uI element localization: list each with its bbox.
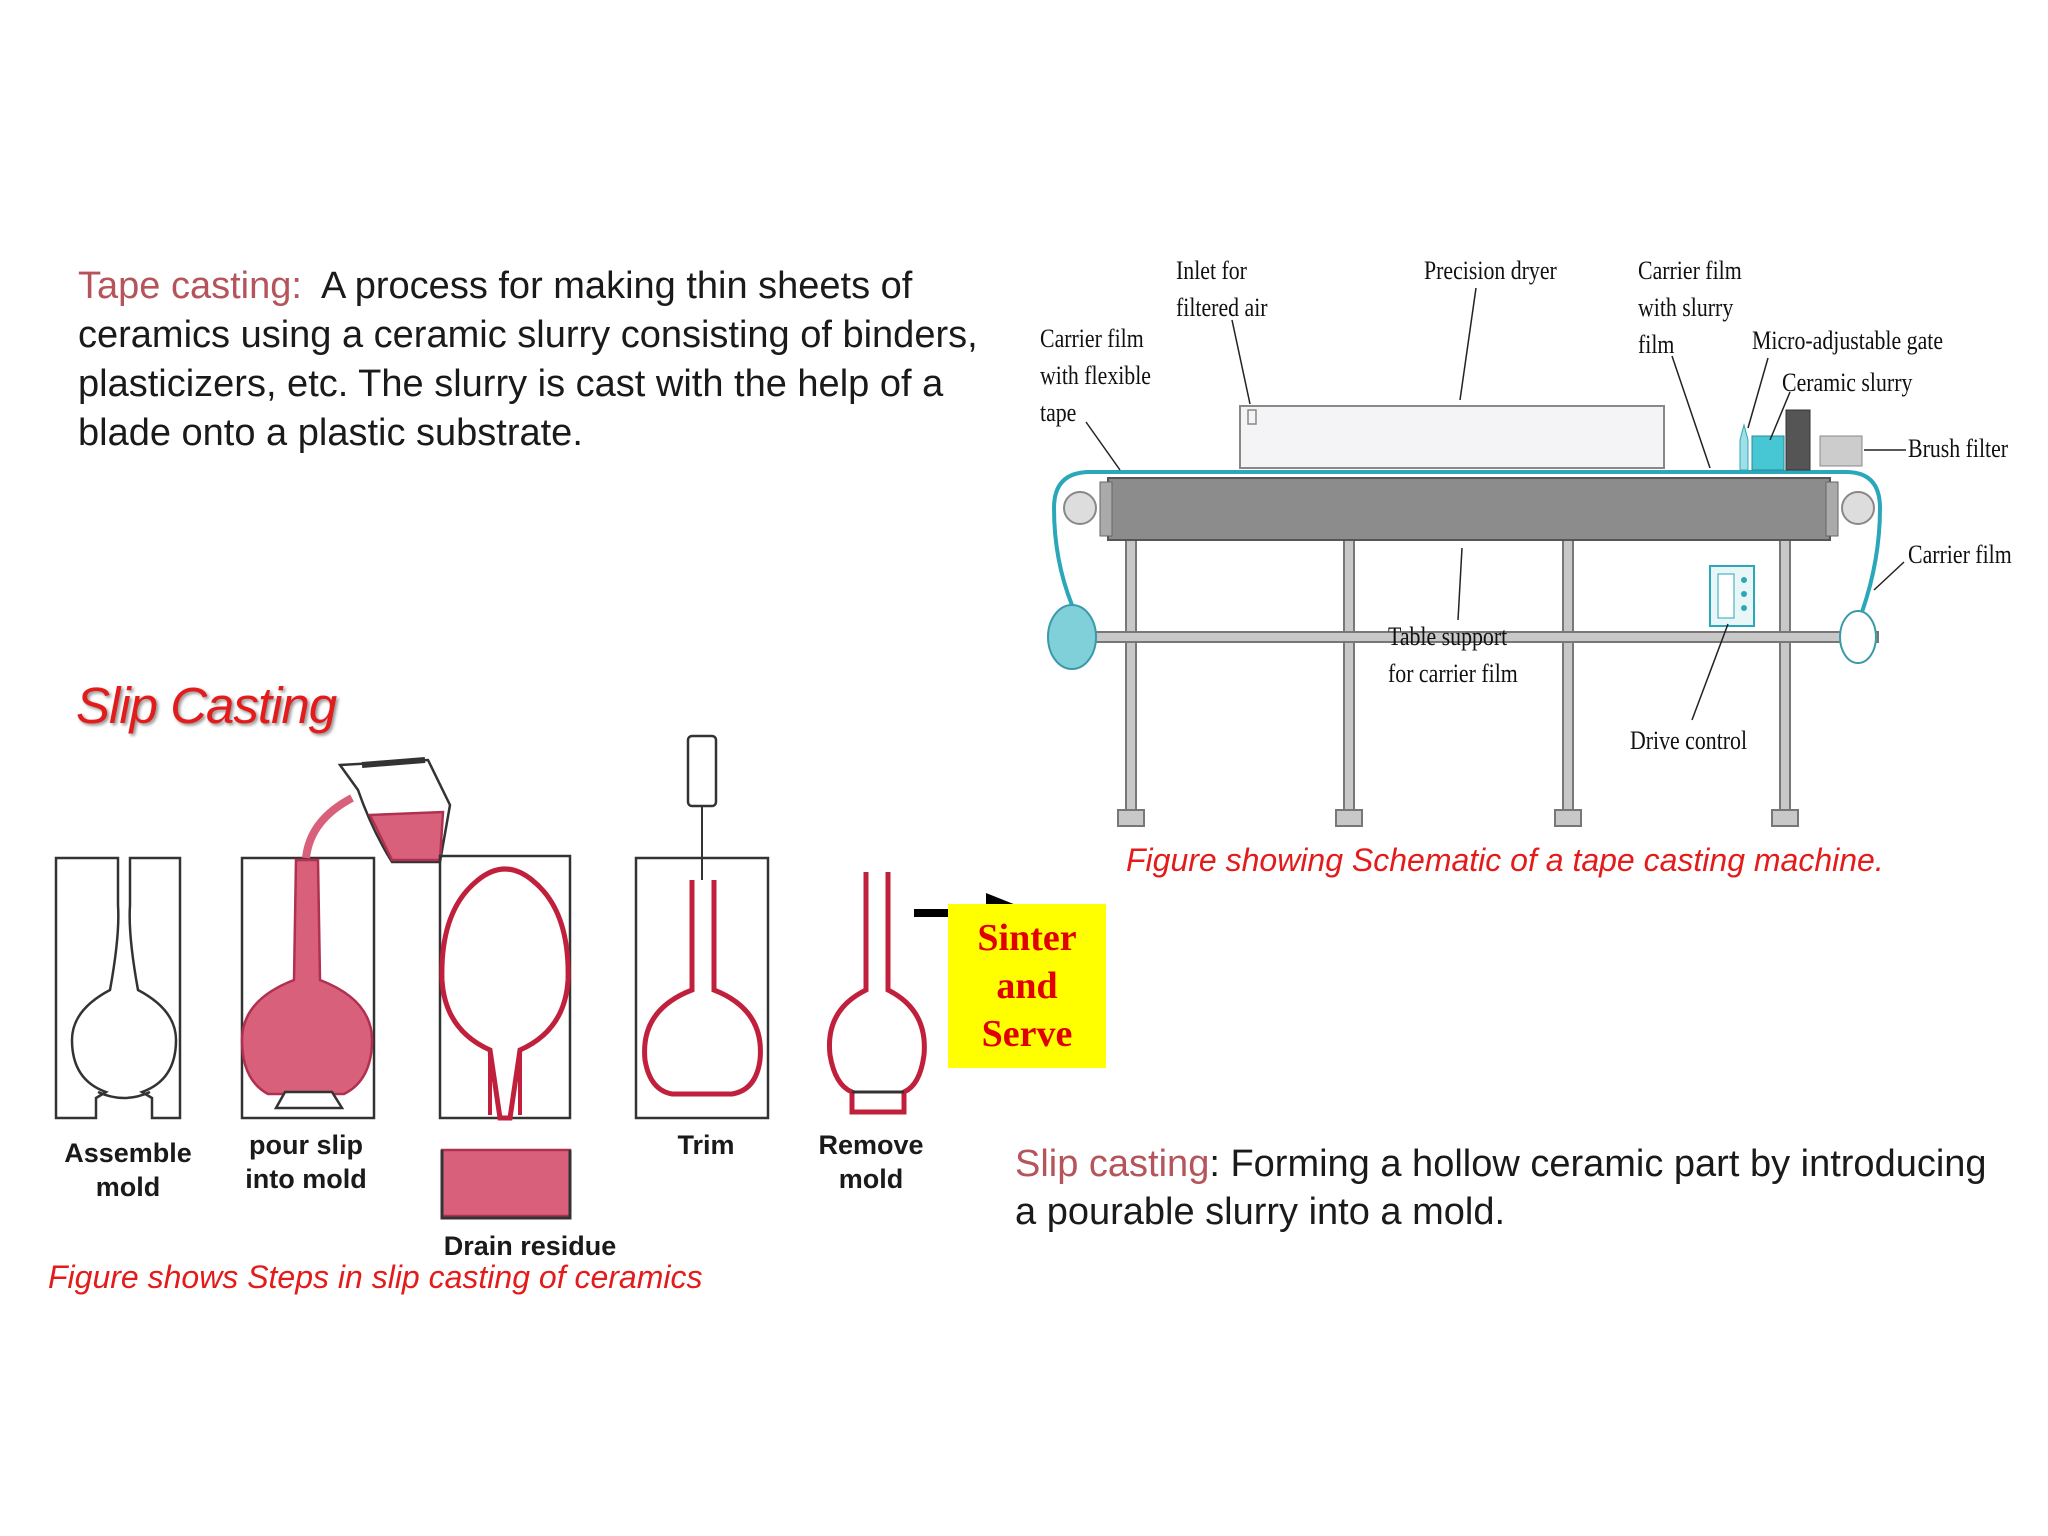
label-inlet: Inlet for filtered air bbox=[1176, 252, 1268, 326]
label-precision-dryer: Precision dryer bbox=[1424, 256, 1557, 285]
label-carrier-slurry: Carrier film with slurry film bbox=[1638, 252, 1742, 363]
label-brush-filter: Brush filter bbox=[1908, 434, 2009, 463]
step-label-remove: Remove mold bbox=[771, 1128, 971, 1196]
mold-pour bbox=[240, 757, 452, 1120]
mold-assemble bbox=[54, 856, 182, 1120]
step-label-assemble: Assemble mold bbox=[28, 1136, 228, 1204]
label-gate: Micro-adjustable gate bbox=[1752, 326, 1944, 355]
carrier-film-path bbox=[1051, 470, 1883, 613]
label-carrier-slurry-line1: Carrier film bbox=[1638, 256, 1742, 285]
mold-drain bbox=[438, 854, 572, 1220]
tape-casting-description: Tape casting: A process for making thin … bbox=[78, 262, 1008, 458]
step-pour-line1: pour slip bbox=[249, 1130, 363, 1160]
label-carrier-flex-line2: with flexible bbox=[1040, 361, 1151, 390]
micro-adjustable-gate bbox=[1785, 409, 1811, 471]
slip-figure-caption: Figure shows Steps in slip casting of ce… bbox=[48, 1259, 703, 1295]
step-label-trim: Trim bbox=[677, 1130, 735, 1160]
tape-figure-caption: Figure showing Schematic of a tape casti… bbox=[1126, 842, 1884, 878]
sinter-line3: Serve bbox=[981, 1013, 1073, 1055]
casting-table bbox=[1107, 477, 1831, 541]
step-pour-line2: into mold bbox=[245, 1164, 367, 1194]
brush-filter bbox=[1819, 435, 1863, 467]
slip-casting-description: Slip casting: Forming a hollow ceramic p… bbox=[1015, 1140, 2015, 1236]
label-carrier-slurry-line3: film bbox=[1638, 330, 1675, 359]
leader-lines bbox=[1085, 287, 1906, 721]
label-table-line2: for carrier film bbox=[1388, 659, 1518, 688]
step-remove-line2: mold bbox=[838, 1164, 904, 1194]
sinter-line1: Sinter bbox=[977, 917, 1077, 959]
label-carrier-flex-line3: tape bbox=[1040, 398, 1077, 427]
label-table-support: Table support for carrier film bbox=[1388, 618, 1518, 692]
takeup-reel bbox=[1839, 610, 1877, 664]
slip-casting-title: Slip Casting bbox=[76, 677, 337, 734]
tape-casting-body: A process for making thin sheets of cera… bbox=[78, 265, 978, 454]
sinter-serve-box: Sinter and Serve bbox=[948, 904, 1106, 1068]
table-legs bbox=[1067, 539, 1879, 827]
label-table-line1: Table support bbox=[1388, 622, 1508, 651]
mold-trim bbox=[634, 734, 770, 1120]
slip-casting-term: Slip casting bbox=[1015, 1143, 1210, 1185]
step-label-pour: pour slip into mold bbox=[206, 1128, 406, 1196]
label-carrier-flex-line1: Carrier film bbox=[1040, 324, 1144, 353]
mold-remove bbox=[826, 872, 927, 1115]
label-inlet-line2: filtered air bbox=[1176, 293, 1268, 322]
label-inlet-line1: Inlet for bbox=[1176, 256, 1247, 285]
step-label-drain: Drain residue bbox=[443, 1231, 617, 1261]
label-carrier-slurry-line2: with slurry bbox=[1638, 293, 1734, 322]
step-remove-line1: Remove bbox=[818, 1130, 924, 1160]
precision-dryer bbox=[1239, 405, 1665, 469]
ceramic-slurry bbox=[1751, 435, 1785, 471]
tape-casting-term: Tape casting: bbox=[78, 265, 302, 307]
supply-reel bbox=[1047, 604, 1097, 670]
label-carrier-film: Carrier film bbox=[1908, 540, 2012, 569]
step-assemble-line1: Assemble bbox=[64, 1138, 192, 1168]
slip-casting-body: : Forming a hollow ceramic part by intro… bbox=[1015, 1143, 1987, 1233]
label-carrier-flexible: Carrier film with flexible tape bbox=[1040, 320, 1151, 431]
label-drive-control: Drive control bbox=[1630, 726, 1748, 755]
step-assemble-line2: mold bbox=[95, 1172, 161, 1202]
label-ceramic-slurry: Ceramic slurry bbox=[1782, 368, 1913, 397]
sinter-line2: and bbox=[996, 965, 1058, 1007]
